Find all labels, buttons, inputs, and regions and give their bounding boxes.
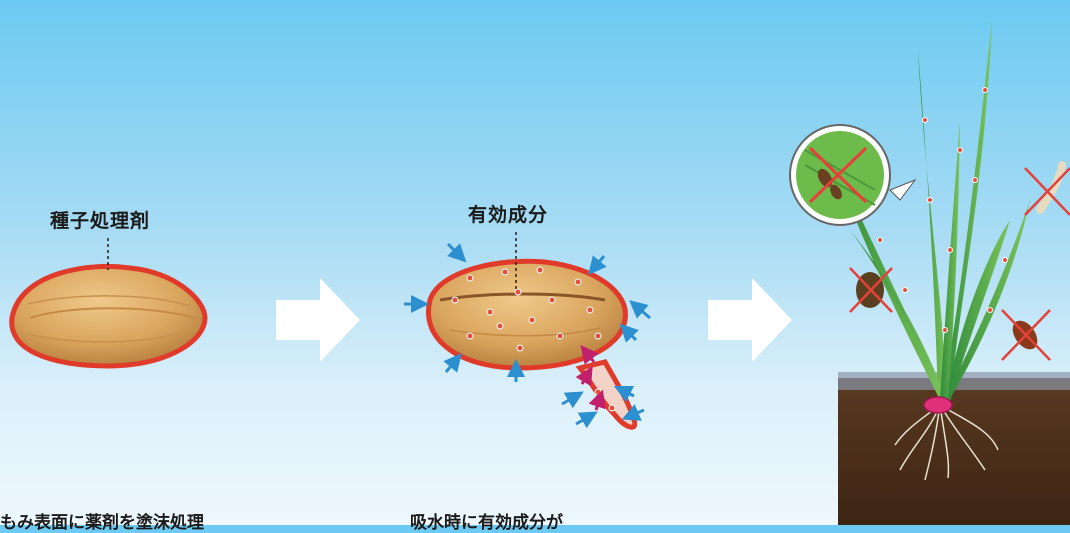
- seed-treatment-label: 種子処理剤: [50, 210, 151, 232]
- step1-caption: もみ表面に薬剤を塗沫処理: [0, 513, 204, 533]
- larva-pest-crossed: [1024, 161, 1070, 216]
- process-arrow-2: [708, 278, 792, 362]
- process-arrow-1: [276, 278, 360, 362]
- soil-block: [838, 378, 1070, 525]
- active-ingredient-label: 有効成分: [468, 204, 549, 226]
- step2-caption: 吸水時に有効成分が: [410, 513, 563, 533]
- germinating-seed: [426, 258, 638, 430]
- treated-seed-in-soil: [923, 396, 953, 414]
- systemic-particles: [865, 87, 1008, 333]
- weevil-pest-crossed: [849, 267, 893, 313]
- beetle-pest-crossed: [1001, 309, 1051, 361]
- leaf-disease-inset: [789, 124, 917, 226]
- water-absorption-arrows: [404, 242, 651, 429]
- uptake-arrows: [575, 344, 606, 411]
- coated-seed: [9, 263, 208, 369]
